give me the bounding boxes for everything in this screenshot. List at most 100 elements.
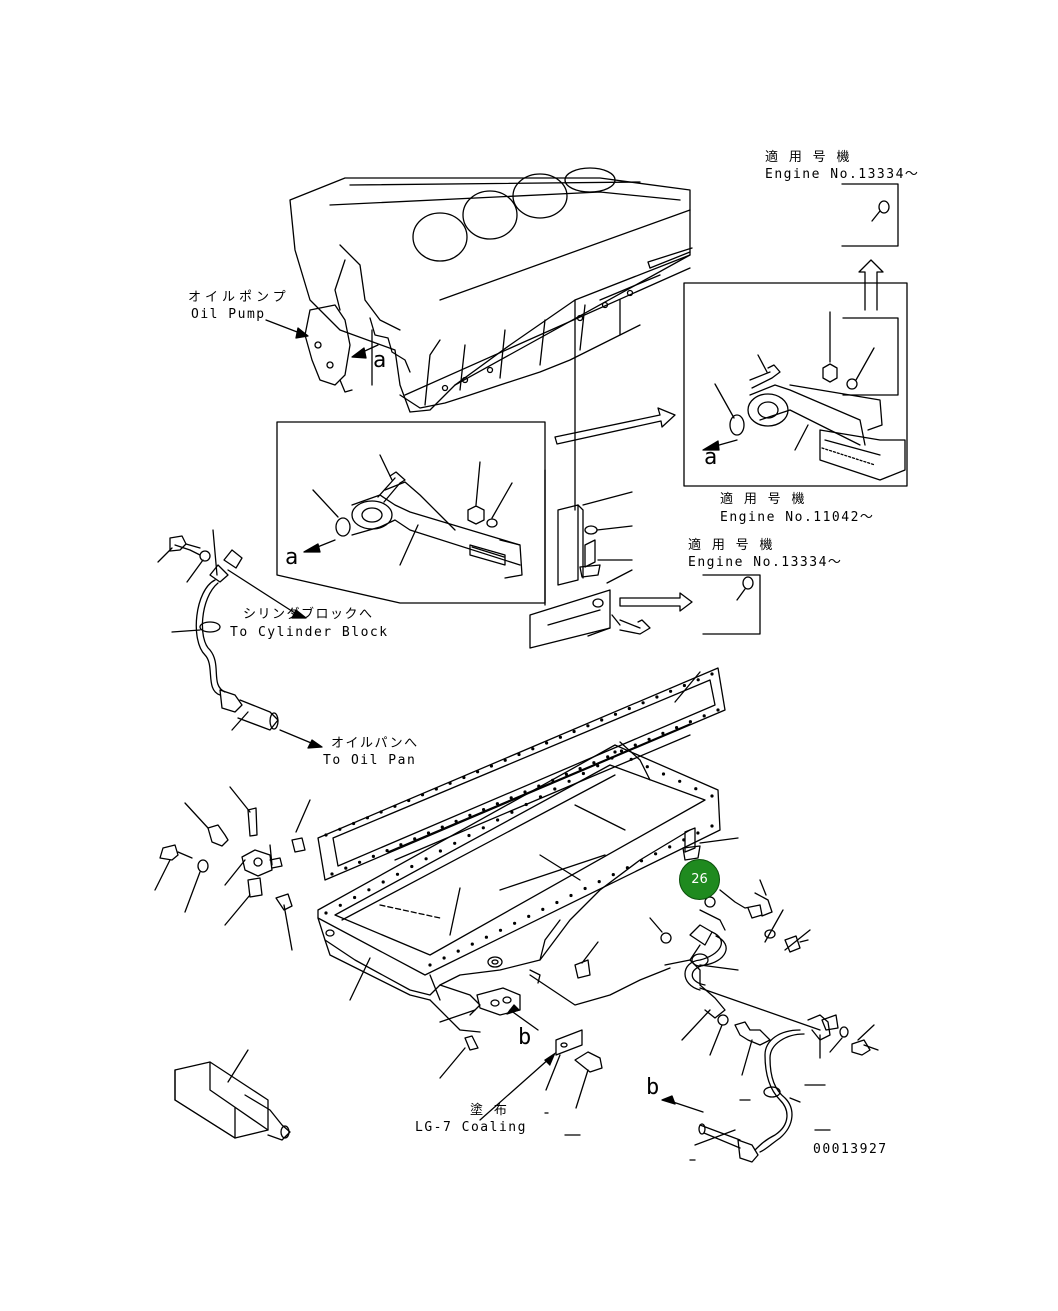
bolt-holes	[324, 672, 720, 967]
bolt-hole	[324, 911, 328, 915]
marker-a-1: a	[373, 348, 387, 373]
bolt-hole	[448, 781, 452, 785]
bolt-hole	[661, 731, 665, 736]
bolt-hole	[613, 750, 617, 754]
bolt-hole	[330, 872, 334, 876]
bolt-hole	[611, 873, 615, 877]
bolt-hole	[399, 843, 403, 847]
label-oil-pump-jp: オイルポンプ	[188, 290, 290, 305]
bolt-hole	[696, 831, 700, 835]
bolt-hole	[338, 827, 342, 831]
inset-washer-low	[702, 574, 761, 635]
bolt-hole	[669, 689, 673, 693]
bolt-hole	[661, 772, 666, 776]
label-to-oil-pan-en: To Oil Pan	[323, 753, 417, 768]
bolt-hole	[524, 802, 528, 807]
bolt-hole	[716, 708, 720, 712]
bolt-hole	[606, 755, 610, 759]
marker-a-3: a	[285, 545, 299, 570]
element-assembly	[174, 1049, 291, 1141]
bolt-hole	[484, 935, 488, 939]
bolt-hole	[527, 914, 531, 919]
bolt-hole	[639, 859, 644, 863]
bolt-hole	[456, 949, 460, 953]
pan-brackets	[439, 941, 603, 1109]
bolt-hole	[610, 756, 614, 760]
bolt-hole	[470, 942, 474, 946]
bolt-hole	[645, 765, 649, 769]
bolt-hole	[696, 678, 700, 682]
inset-washer-top	[841, 183, 899, 247]
bolt-hole	[633, 743, 637, 747]
bolt-hole	[710, 824, 714, 828]
bolt-hole	[531, 747, 535, 751]
inset-strainer-right	[683, 259, 908, 487]
label-applicable-low-en: Engine No.13334～	[688, 555, 843, 570]
bolt-hole	[395, 872, 400, 876]
bolt-hole	[710, 672, 714, 676]
bolt-hole	[647, 737, 651, 741]
bolt-hole	[513, 921, 517, 925]
bolt-hole	[600, 718, 604, 722]
bolt-hole	[564, 772, 569, 777]
bolt-hole	[655, 695, 659, 699]
bolt-hole	[682, 683, 687, 688]
sensor-harness-lower	[649, 827, 879, 1163]
bolt-hole	[453, 841, 457, 845]
bolt-hole	[572, 729, 576, 734]
bolt-hole	[420, 793, 425, 797]
bolt-hole	[675, 726, 679, 730]
bolt-hole	[523, 790, 527, 794]
label-applicable-mid-jp: 適 用 号 機	[720, 492, 806, 507]
oil-pump	[265, 304, 411, 393]
bolt-hole	[467, 833, 471, 838]
pan-bolts-left	[154, 786, 311, 951]
bolt-hole	[654, 852, 658, 856]
label-to-cylinder-block-en: To Cylinder Block	[230, 625, 389, 640]
bolt-hole	[581, 771, 586, 776]
bracket-parts	[529, 491, 693, 649]
bolt-hole	[440, 825, 444, 829]
label-applicable-low-jp: 適 用 号 機	[688, 538, 774, 553]
part-callout-26[interactable]: 26	[679, 859, 720, 900]
bolt-hole	[597, 880, 601, 884]
bolt-hole	[365, 816, 369, 820]
bolt-hole	[426, 831, 431, 835]
bolt-hole	[385, 849, 389, 853]
bolt-hole	[619, 749, 624, 753]
bolt-hole	[668, 845, 672, 849]
engine-block	[289, 167, 693, 413]
bolt-hole	[468, 813, 472, 818]
bolt-hole	[510, 810, 514, 814]
label-applicable-top-en: Engine No.13334～	[765, 167, 920, 182]
bolt-hole	[410, 864, 414, 869]
bolt-hole	[379, 810, 383, 814]
bolt-hole	[482, 808, 486, 812]
bolt-hole	[358, 860, 362, 864]
label-applicable-top-jp: 適 用 号 機	[765, 150, 851, 165]
bolt-hole	[629, 757, 633, 761]
bolt-hole	[352, 821, 356, 826]
bolt-hole	[371, 854, 375, 859]
bolt-hole	[424, 857, 428, 861]
bolt-hole	[338, 903, 342, 907]
label-oil-pump-en: Oil Pump	[191, 307, 266, 322]
arrow-to-upper-inset	[554, 407, 676, 445]
label-applicable-mid-en: Engine No.11042～	[720, 510, 875, 525]
bolt-hole	[537, 784, 541, 788]
bolt-hole	[625, 866, 630, 870]
bolt-hole	[678, 779, 682, 783]
bolt-hole	[688, 720, 693, 724]
label-to-cylinder-block-jp: シリンダブロックへ	[243, 607, 374, 622]
bolt-hole	[702, 714, 706, 718]
bolt-hole	[592, 761, 596, 765]
oil-pan	[317, 741, 721, 1033]
drawing-number: 00013927	[813, 1142, 888, 1157]
bolt-hole	[428, 963, 432, 967]
bolt-hole	[538, 795, 543, 799]
bolt-hole	[367, 888, 371, 892]
marker-b-1: b	[518, 1025, 532, 1050]
sensor-harness-upper	[157, 529, 323, 749]
